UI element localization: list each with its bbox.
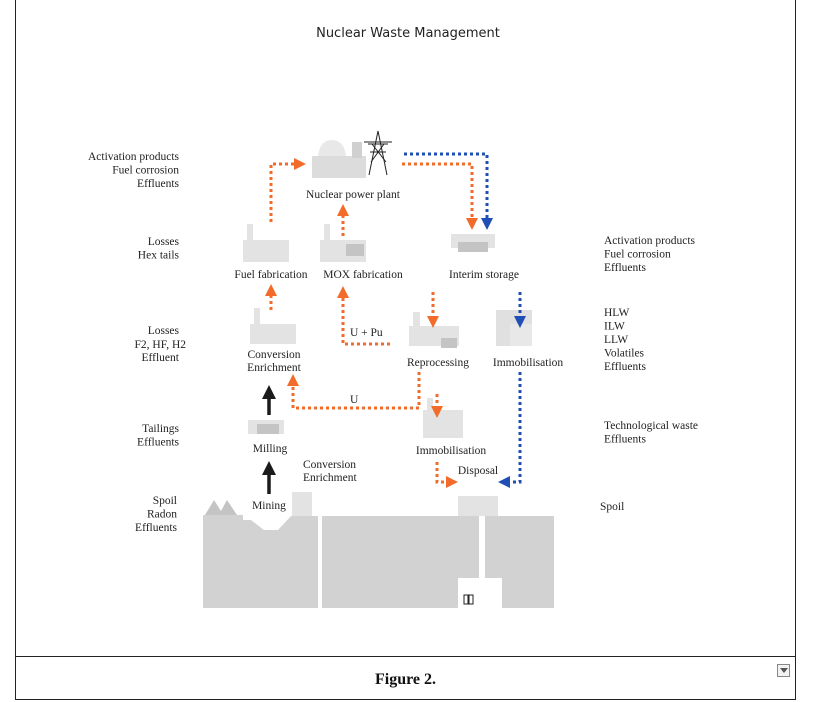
left-milling-line-1: Tailings — [142, 423, 179, 435]
right-immobilisation-line-1: Technological waste — [604, 420, 698, 432]
left-conversion-line-2: F2, HF, H2 — [135, 339, 187, 351]
label-mox-fabrication: MOX fabrication — [323, 269, 403, 281]
right-storage-line-1: Activation products — [604, 235, 696, 247]
interim-storage-icon — [451, 234, 495, 252]
figure-caption: Figure 2. — [374, 671, 437, 688]
left-mining-line-2: Radon — [147, 509, 177, 521]
node-labels: Nuclear power plant Fuel fabrication MOX… — [234, 189, 563, 512]
right-reprocessing-line-5: Effluents — [604, 361, 646, 373]
label-enrichment: Enrichment — [247, 362, 301, 374]
immobilisation-bottom-icon — [423, 398, 463, 438]
label-fuel-fabrication: Fuel fabrication — [234, 269, 307, 281]
left-conversion-line-3: Effluent — [142, 352, 180, 364]
label-power-plant: Nuclear power plant — [306, 189, 401, 201]
label-enrichment-lower: Enrichment — [303, 472, 357, 484]
power-plant-icon — [312, 130, 392, 178]
left-mining-line-1: Spoil — [153, 495, 177, 507]
disposal-shaft-building — [458, 496, 498, 516]
label-immobilisation-top: Immobilisation — [493, 357, 564, 369]
repository-drum-1 — [463, 594, 469, 605]
blue-flows — [404, 152, 526, 488]
orange-flows — [265, 158, 478, 488]
left-reactor-line-2: Fuel corrosion — [112, 165, 179, 177]
fuel-fabrication-icon — [243, 224, 289, 262]
left-fabrication-line-1: Losses — [148, 236, 180, 248]
right-reprocessing-line-4: Volatiles — [604, 348, 645, 360]
flow-u-to-conversion — [287, 372, 421, 410]
milling-icon — [248, 420, 284, 434]
left-milling-line-2: Effluents — [137, 437, 179, 449]
repository-drum-2 — [468, 594, 474, 605]
label-mining: Mining — [252, 500, 286, 512]
mine-ground — [203, 515, 318, 608]
chevron-down-icon — [780, 668, 788, 673]
figure-area — [16, 0, 795, 657]
flow-fabrication-to-plant — [269, 158, 306, 222]
disposal-ground-left — [322, 516, 479, 608]
label-reprocessing: Reprocessing — [407, 357, 469, 369]
flow-to-disposal-left — [435, 462, 458, 488]
label-flow-u-pu: U + Pu — [350, 327, 383, 339]
diagram-title: Nuclear Waste Management — [316, 26, 500, 41]
dropdown-toggle[interactable] — [777, 664, 790, 677]
right-reprocessing-line-1: HLW — [604, 307, 629, 319]
caption-area: Figure 2. — [16, 657, 795, 699]
flow-immobilisation-to-disposal — [498, 372, 522, 488]
label-milling: Milling — [253, 443, 288, 455]
right-storage-line-3: Effluents — [604, 262, 646, 274]
repository-gallery — [458, 578, 502, 608]
label-conversion: Conversion — [247, 349, 300, 361]
left-reactor-line-1: Activation products — [88, 151, 180, 163]
right-reprocessing-line-3: LLW — [604, 334, 628, 346]
reprocessing-icon — [409, 312, 459, 348]
label-interim-storage: Interim storage — [449, 269, 519, 281]
facility-icons — [243, 130, 532, 438]
conversion-enrichment-icon — [250, 308, 296, 344]
mox-fabrication-icon — [320, 224, 366, 262]
label-disposal: Disposal — [458, 465, 498, 477]
immobilisation-top-icon — [496, 310, 532, 346]
right-reprocessing-line-2: ILW — [604, 321, 625, 333]
right-immobilisation-line-2: Effluents — [604, 434, 646, 446]
right-storage-line-2: Fuel corrosion — [604, 249, 671, 261]
label-immobilisation-bottom: Immobilisation — [416, 445, 487, 457]
label-flow-u: U — [350, 394, 359, 406]
mine-spoil-heap — [205, 500, 237, 515]
label-conversion-lower: Conversion — [303, 459, 356, 471]
left-reactor-line-3: Effluents — [137, 178, 179, 190]
left-conversion-gases: F2, HF, H2 — [135, 339, 187, 351]
mining-building — [292, 492, 312, 516]
figure-frame: Figure 2. — [15, 0, 796, 700]
left-fabrication-line-2: Hex tails — [138, 250, 180, 262]
flow-plant-to-storage — [402, 162, 478, 230]
left-mining-line-3: Effluents — [135, 522, 177, 534]
ground — [203, 492, 554, 608]
left-conversion-line-1: Losses — [148, 325, 180, 337]
right-disposal-line-1: Spoil — [600, 501, 624, 513]
